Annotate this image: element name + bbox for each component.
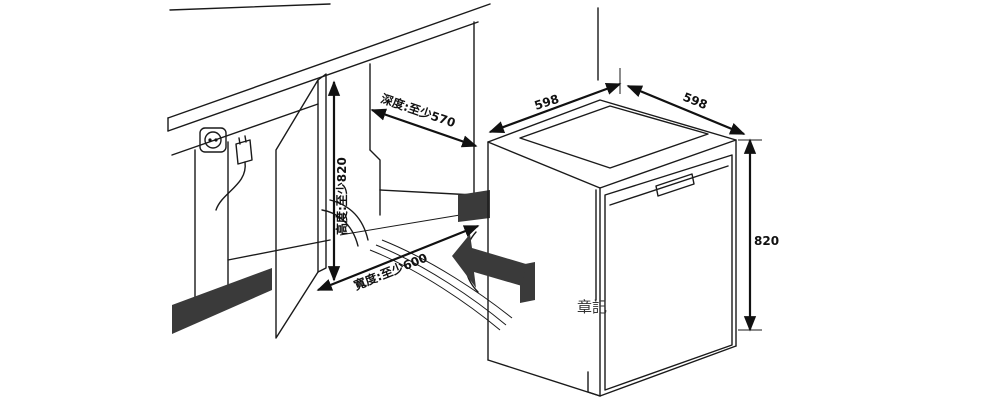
plinth-shadow-left (172, 268, 272, 334)
top-width-label: 598 (533, 92, 561, 113)
plinth-shadow-back (458, 190, 490, 222)
depth-dimension (370, 108, 478, 148)
floor-hose-channel (369, 231, 513, 331)
cabinet-left-wall (194, 141, 229, 301)
top-width-dimension (488, 68, 622, 134)
unit-height-dimension (738, 138, 762, 332)
depth-label: 深度:至少570 (379, 91, 458, 131)
height-label: 高度:至少820 (334, 157, 349, 235)
unit-height-label: 820 (754, 234, 779, 248)
insert-arrow-icon (452, 234, 526, 288)
width-dimension (316, 224, 480, 292)
power-socket-icon (199, 127, 227, 153)
dishwasher-unit (487, 99, 737, 397)
cabinet-door (275, 73, 327, 339)
top-depth-dimension (626, 84, 746, 136)
power-plug-icon (215, 135, 253, 211)
cabinet-back-wall (369, 7, 599, 196)
watermark-text: 章記 (577, 298, 607, 316)
